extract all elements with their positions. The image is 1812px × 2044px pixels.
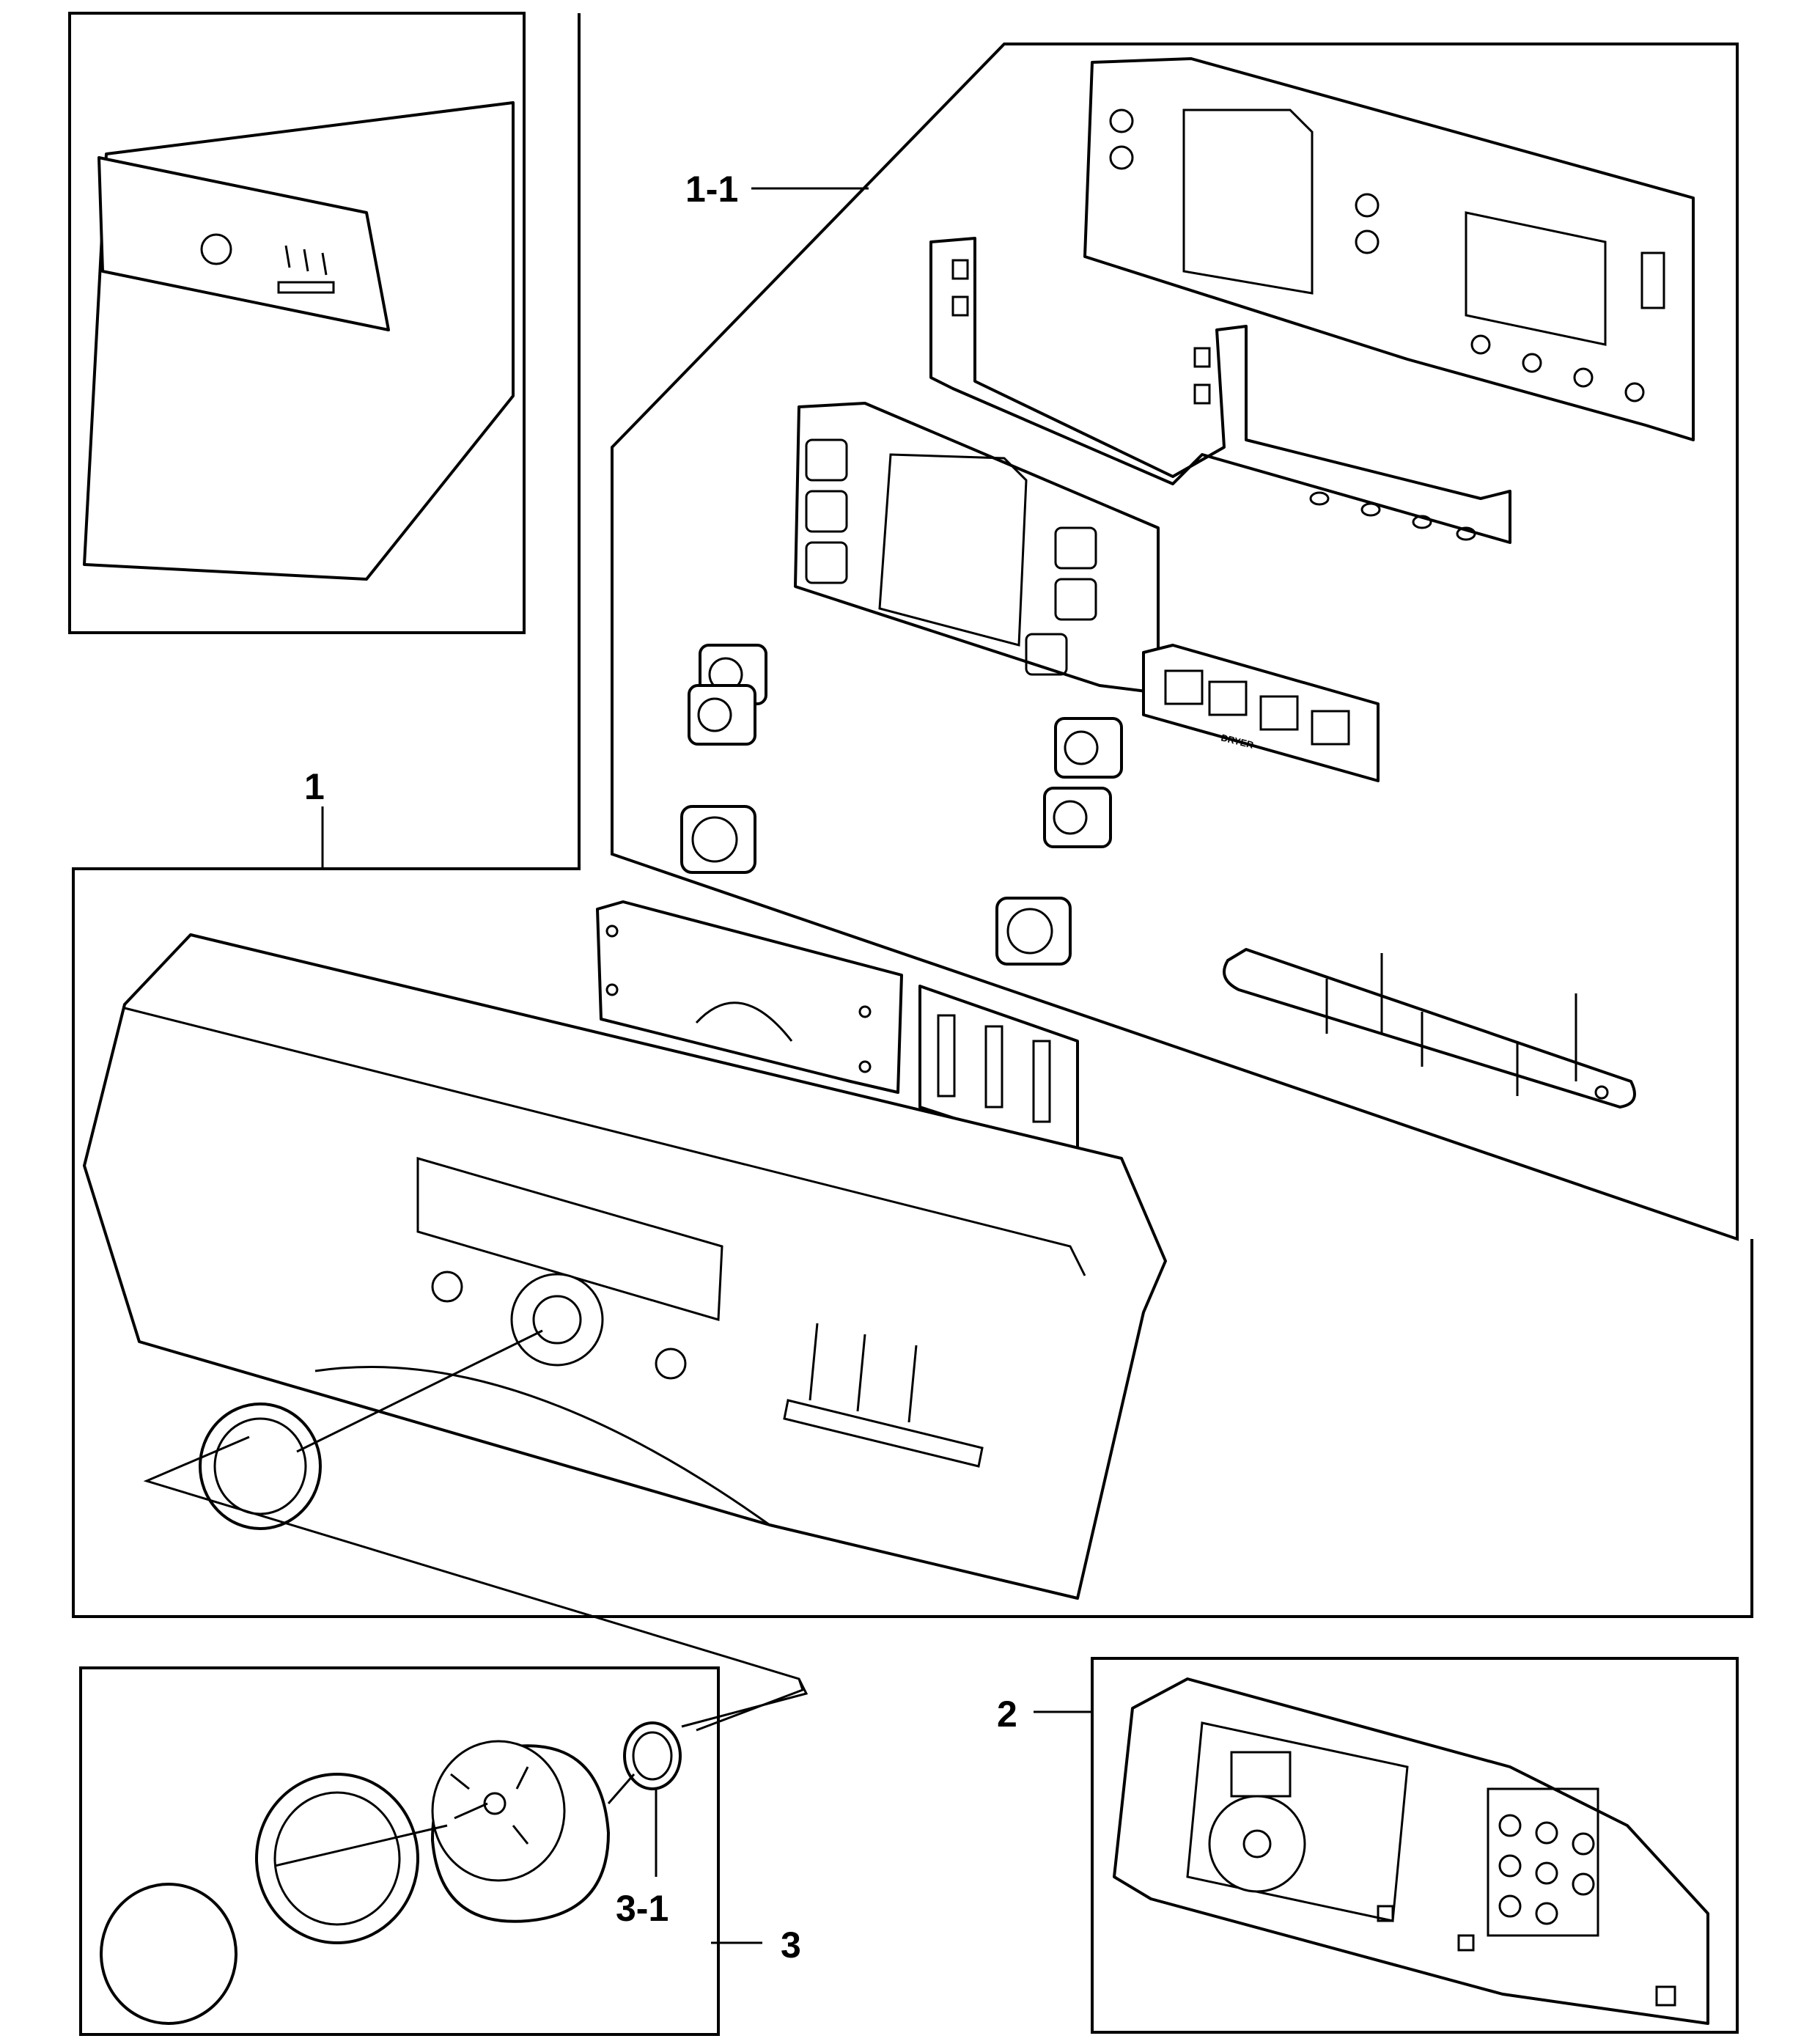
main-pcb-inset <box>1091 1657 1739 2034</box>
start-pause-opening <box>783 1399 984 1468</box>
dryer-overview-inset <box>68 12 526 634</box>
main-pcb-board <box>1113 1677 1709 2025</box>
knob-cap <box>100 1883 237 2025</box>
bracket-window-right <box>1465 211 1607 346</box>
display-window-lens <box>596 900 903 1094</box>
push-button-d <box>1054 717 1123 779</box>
push-button-c <box>680 805 756 874</box>
bracket-window-left <box>1182 109 1314 295</box>
dryer-control-panel <box>97 156 390 331</box>
push-button-f <box>995 897 1072 966</box>
main-pcb-frame <box>1091 1657 1739 2034</box>
knob-spring <box>623 1721 682 1790</box>
pcb-bracket <box>1083 57 1695 441</box>
dryer-knob <box>200 233 232 265</box>
inset-1-1-frame <box>611 43 1739 1241</box>
display-opening <box>416 1157 723 1321</box>
push-button-e <box>1043 787 1112 848</box>
knob-assembly-frame <box>79 1666 720 2036</box>
callout-3-1: 3-1 <box>616 1888 669 1929</box>
knob-assembly-inset <box>79 1666 720 2036</box>
control-panel-housing <box>83 933 1167 1600</box>
control-panel-parts-inset: DRYER <box>596 43 1739 1241</box>
control-panel-assembly <box>72 13 1753 1732</box>
assembly-1-frame <box>72 13 1753 1618</box>
callout-3: 3 <box>781 1924 801 1966</box>
dryer-overview-frame <box>68 12 526 634</box>
callout-2: 2 <box>997 1694 1017 1735</box>
wire-harness-lever <box>929 237 1511 544</box>
callout-1: 1 <box>304 766 325 807</box>
push-button-b <box>688 684 756 746</box>
gasket-center-window <box>878 453 1028 647</box>
callout-1-1: 1-1 <box>685 169 738 210</box>
